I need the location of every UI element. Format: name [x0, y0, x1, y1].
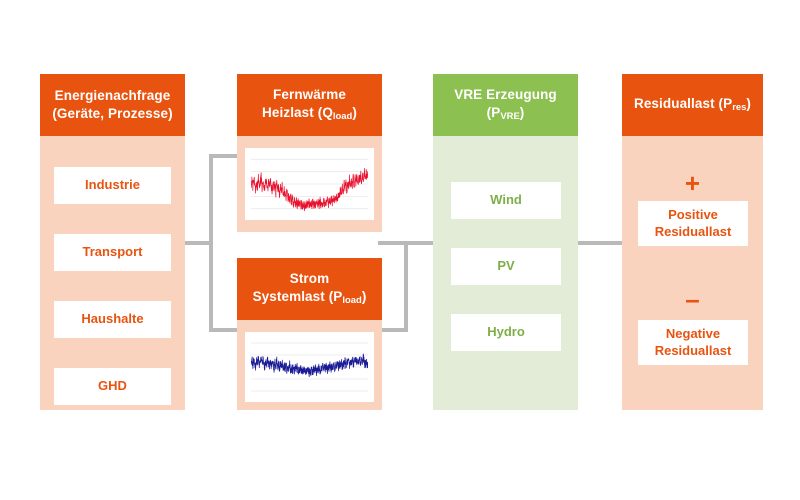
- connector-demand-to-loads-stem: [183, 241, 213, 245]
- residual-positive-line1: Positive: [668, 207, 718, 223]
- column-residual-header-pre: Residuallast (P: [633, 96, 733, 112]
- residual-item-positive[interactable]: Positive Residuallast: [638, 201, 748, 246]
- vre-item-pv-label: PV: [497, 258, 515, 274]
- column-residual-header-sub: res: [732, 102, 747, 114]
- vre-item-pv[interactable]: PV: [451, 248, 561, 285]
- column-vre-header-line2-post: ): [519, 105, 525, 121]
- residual-positive-line2: Residuallast: [654, 223, 732, 239]
- demand-item-ghd-label: GHD: [98, 378, 127, 394]
- connector-heat-to-bracket: [378, 241, 408, 245]
- negative-sign-icon: –: [622, 286, 763, 312]
- block-power-system-load-header: Strom Systemlast (Pload): [237, 258, 382, 320]
- vre-item-wind[interactable]: Wind: [451, 182, 561, 219]
- demand-item-ghd[interactable]: GHD: [54, 368, 171, 405]
- block-district-heat-header-line1: Fernwärme: [273, 87, 346, 103]
- vre-item-wind-label: Wind: [490, 192, 522, 208]
- block-power-system-load: Strom Systemlast (Pload): [237, 258, 382, 410]
- demand-item-transport[interactable]: Transport: [54, 234, 171, 271]
- connector-loads-bracket-spine: [209, 154, 213, 332]
- column-vre-header-line1: VRE Erzeugung: [454, 87, 557, 103]
- column-residual-load-header: Residuallast (Pres): [622, 74, 763, 136]
- power-load-sparkline: [251, 342, 368, 392]
- demand-item-industrie[interactable]: Industrie: [54, 167, 171, 204]
- power-load-sparkline-card[interactable]: [245, 332, 374, 402]
- block-power-header-line2-pre: Systemlast (P: [252, 289, 343, 305]
- demand-item-haushalte-label: Haushalte: [81, 311, 144, 327]
- demand-item-transport-label: Transport: [82, 244, 143, 260]
- connector-loads-out-spine: [404, 241, 408, 332]
- column-vre-generation-header: VRE Erzeugung (PVRE): [433, 74, 578, 136]
- residual-negative-line2: Residuallast: [654, 342, 732, 358]
- block-power-header-line2-post: ): [361, 289, 367, 305]
- column-vre-generation: VRE Erzeugung (PVRE) Wind PV Hydro: [433, 74, 578, 410]
- block-power-header-line1: Strom: [289, 271, 330, 287]
- block-district-heat-header: Fernwärme Heizlast (Qload): [237, 74, 382, 136]
- vre-item-hydro-label: Hydro: [487, 324, 525, 340]
- connector-bracket-to-power: [209, 328, 239, 332]
- block-district-heat-header-line2-post: ): [352, 105, 357, 121]
- connector-bracket-to-heat: [209, 154, 239, 158]
- demand-item-industrie-label: Industrie: [85, 177, 140, 193]
- heat-load-sparkline: [251, 158, 368, 212]
- column-vre-header-line2-pre: (P: [486, 105, 501, 121]
- column-energy-demand-header-line2: (Geräte, Prozesse): [52, 106, 173, 121]
- column-energy-demand-header-line1: Energienachfrage: [54, 88, 171, 104]
- residual-negative-line1: Negative: [665, 326, 721, 342]
- block-district-heat-header-line2-sub: load: [332, 111, 353, 123]
- vre-item-hydro[interactable]: Hydro: [451, 314, 561, 351]
- column-residual-load: Residuallast (Pres) + Positive Residuall…: [622, 74, 763, 410]
- block-district-heat-header-line2-pre: Heizlast (Q: [262, 105, 333, 121]
- positive-sign-icon: +: [622, 170, 763, 196]
- column-energy-demand-header: Energienachfrage (Geräte, Prozesse): [40, 74, 185, 136]
- column-vre-header-line2-sub: VRE: [500, 111, 520, 123]
- block-power-header-line2-sub: load: [342, 295, 362, 307]
- block-district-heat: Fernwärme Heizlast (Qload): [237, 74, 382, 232]
- residual-item-negative[interactable]: Negative Residuallast: [638, 320, 748, 365]
- heat-load-sparkline-card[interactable]: [245, 148, 374, 220]
- positive-sign-glyph: +: [684, 168, 701, 198]
- connector-power-to-bracket: [378, 328, 408, 332]
- column-energy-demand: Energienachfrage (Geräte, Prozesse) Indu…: [40, 74, 185, 410]
- connector-vre-to-residual: [578, 241, 624, 245]
- column-residual-header-post: ): [746, 96, 752, 112]
- connector-bracket-to-vre: [404, 241, 434, 245]
- negative-sign-glyph: –: [685, 284, 700, 314]
- demand-item-haushalte[interactable]: Haushalte: [54, 301, 171, 338]
